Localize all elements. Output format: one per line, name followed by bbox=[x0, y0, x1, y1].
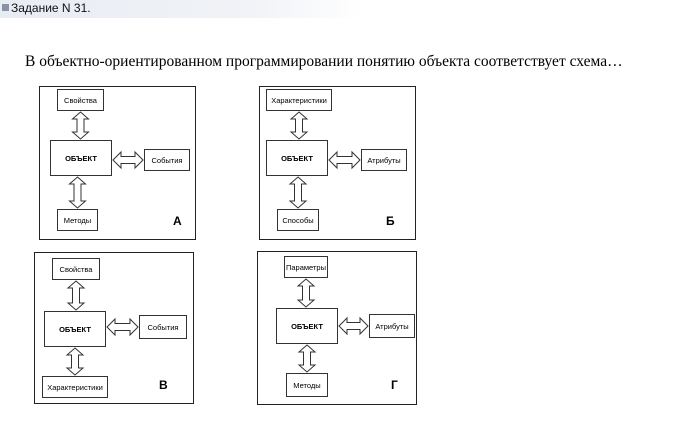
double-arrow-icon bbox=[106, 317, 139, 337]
diagram-letter: А bbox=[173, 214, 182, 228]
double-arrow-icon bbox=[328, 150, 361, 170]
node-bottom-ways: Способы bbox=[277, 209, 319, 231]
double-arrow-icon bbox=[65, 347, 85, 376]
node-main-object: ОБЪЕКТ bbox=[44, 311, 106, 347]
task-title: Задание N 31. bbox=[11, 1, 91, 15]
diagram-g[interactable]: Параметры ОБЪЕКТ Атрибуты Методы Г bbox=[257, 251, 417, 405]
double-arrow-icon bbox=[289, 111, 309, 140]
double-arrow-icon bbox=[66, 280, 86, 311]
bullet-square-icon bbox=[2, 4, 9, 11]
double-arrow-icon bbox=[338, 316, 369, 336]
diagram-letter: Б bbox=[386, 214, 395, 228]
node-right-attributes: Атрибуты bbox=[361, 149, 407, 171]
double-arrow-icon bbox=[296, 278, 316, 308]
node-bottom-methods: Методы bbox=[57, 209, 98, 231]
node-right-events: События bbox=[144, 149, 190, 171]
double-arrow-icon bbox=[71, 111, 90, 140]
double-arrow-icon bbox=[288, 176, 308, 209]
question-text: В объектно-ориентированном программирова… bbox=[25, 53, 623, 70]
node-main-object: ОБЪЕКТ bbox=[50, 140, 112, 176]
node-top-characteristics: Характеристики bbox=[266, 89, 332, 111]
diagram-letter: В bbox=[159, 378, 168, 392]
node-right-attributes: Атрибуты bbox=[369, 314, 415, 338]
double-arrow-icon bbox=[112, 150, 144, 170]
diagram-letter: Г bbox=[391, 378, 398, 392]
node-top-properties: Свойства bbox=[57, 89, 104, 111]
task-header-bar: Задание N 31. bbox=[0, 0, 362, 18]
node-top-parameters: Параметры bbox=[284, 256, 328, 278]
node-bottom-characteristics: Характеристики bbox=[42, 376, 108, 398]
node-right-events: События bbox=[139, 315, 187, 339]
double-arrow-icon bbox=[68, 176, 87, 209]
node-main-object: ОБЪЕКТ bbox=[266, 140, 328, 176]
diagram-b[interactable]: Характеристики ОБЪЕКТ Атрибуты Способы Б bbox=[259, 86, 416, 240]
double-arrow-icon bbox=[297, 344, 317, 373]
diagram-v[interactable]: Свойства ОБЪЕКТ События Характеристики В bbox=[34, 252, 194, 404]
node-main-object: ОБЪЕКТ bbox=[276, 308, 338, 344]
diagram-a[interactable]: Свойства ОБЪЕКТ События Методы А bbox=[39, 86, 196, 240]
node-bottom-methods: Методы bbox=[286, 373, 328, 397]
node-top-properties: Свойства bbox=[52, 258, 100, 280]
